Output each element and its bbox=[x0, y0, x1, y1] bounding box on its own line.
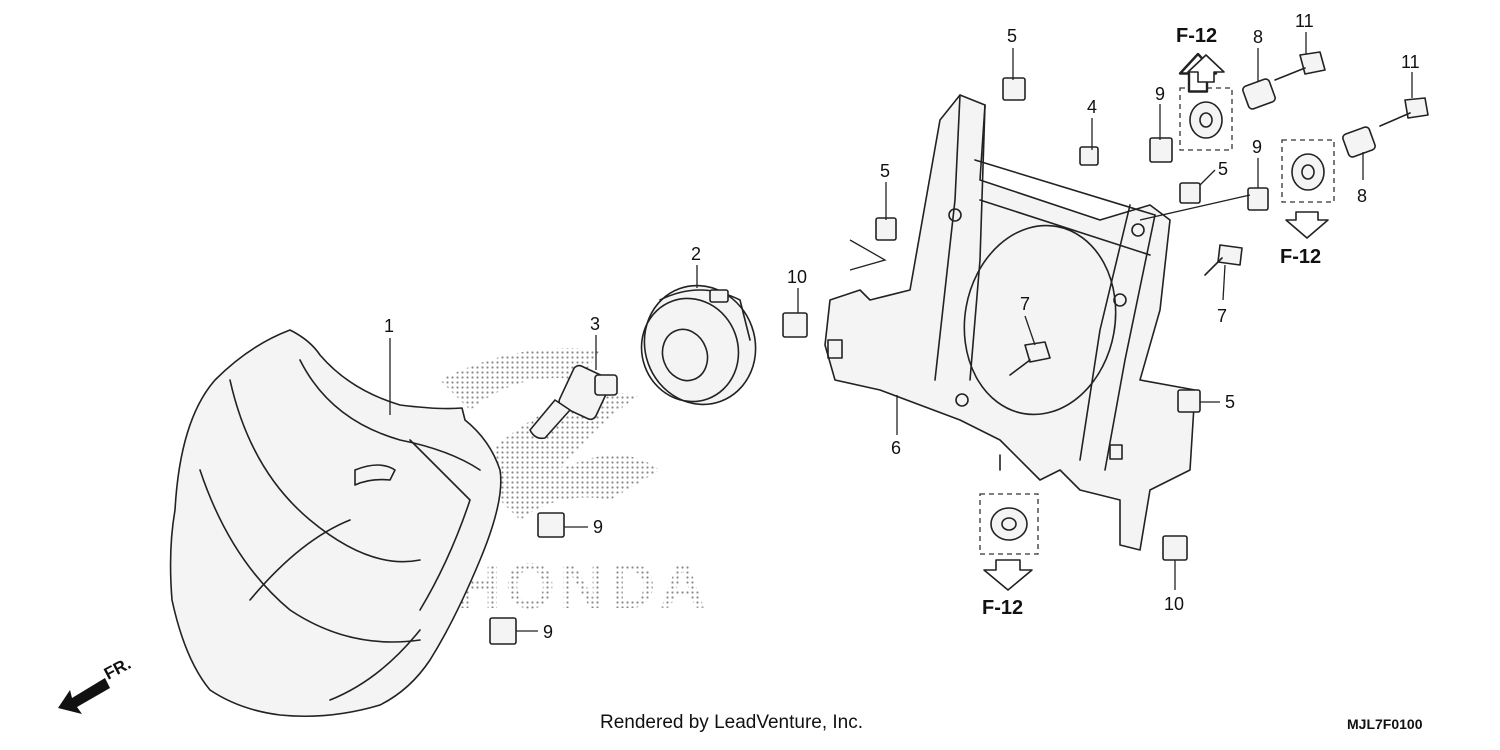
callout-5-mid: 5 bbox=[1218, 159, 1228, 179]
reference-label-bottom: F-12 bbox=[982, 597, 1023, 619]
honda-watermark: HONDA bbox=[440, 348, 710, 622]
callout-5-lower: 5 bbox=[1225, 392, 1235, 412]
nut-5-left bbox=[875, 217, 897, 241]
callout-1: 1 bbox=[384, 316, 394, 336]
callout-8-right: 8 bbox=[1357, 186, 1367, 206]
callout-11-top: 11 bbox=[1295, 11, 1314, 31]
reference-right: F-12 bbox=[1280, 211, 1329, 268]
bolt-11-right bbox=[1379, 97, 1429, 127]
front-arrow-icon bbox=[58, 678, 110, 714]
nut-5-mid bbox=[1179, 182, 1201, 204]
footer-credit: Rendered by LeadVenture, Inc. bbox=[600, 712, 864, 733]
diagram-code: MJL7F0100 bbox=[1347, 716, 1423, 732]
grommet-box-top bbox=[1179, 87, 1233, 151]
clip-9-top bbox=[1149, 137, 1173, 163]
callout-9-top: 9 bbox=[1155, 84, 1165, 104]
clip-9-mid bbox=[537, 512, 565, 538]
callout-10-right: 10 bbox=[1164, 594, 1184, 614]
headlight-stay bbox=[824, 94, 1196, 551]
watermark-text: HONDA bbox=[455, 550, 710, 622]
nut-5-top bbox=[1002, 77, 1026, 101]
clip-10-right bbox=[1162, 535, 1188, 561]
reference-label-right: F-12 bbox=[1280, 246, 1321, 268]
reference-bottom: F-12 bbox=[982, 559, 1033, 619]
front-label: FR. bbox=[101, 654, 134, 684]
reference-top: F-12 bbox=[1176, 25, 1225, 93]
callout-9-low: 9 bbox=[543, 622, 553, 642]
callout-4: 4 bbox=[1087, 97, 1097, 117]
callout-3: 3 bbox=[590, 314, 600, 334]
callout-7-left: 7 bbox=[1020, 294, 1030, 314]
reference-label-top: F-12 bbox=[1176, 25, 1217, 47]
clip-10-left bbox=[782, 312, 808, 338]
bolt-11-top bbox=[1274, 51, 1326, 81]
clip-9-low bbox=[489, 617, 517, 645]
callout-9-right: 9 bbox=[1252, 137, 1262, 157]
callout-5-top: 5 bbox=[1007, 26, 1017, 46]
front-direction-indicator: FR. bbox=[58, 654, 134, 714]
headlight-dust-cover bbox=[640, 284, 757, 406]
nut-4 bbox=[1079, 146, 1099, 166]
grommet-box-right bbox=[1281, 139, 1335, 203]
collar-8-right bbox=[1342, 126, 1376, 158]
callout-5-left: 5 bbox=[880, 161, 890, 181]
callout-6: 6 bbox=[891, 438, 901, 458]
callout-11-right: 11 bbox=[1401, 52, 1420, 72]
bolt-7-left bbox=[1009, 341, 1051, 376]
headlight-bulb bbox=[529, 364, 618, 440]
callout-9-mid: 9 bbox=[593, 517, 603, 537]
callout-7-right: 7 bbox=[1217, 306, 1227, 326]
collar-8-top bbox=[1242, 78, 1276, 110]
callout-8-top: 8 bbox=[1253, 27, 1263, 47]
bolt-7-right bbox=[1204, 244, 1243, 276]
grommet-box-bottom bbox=[979, 493, 1039, 555]
headlight-unit bbox=[169, 329, 502, 718]
callout-10-left: 10 bbox=[787, 267, 807, 287]
leader-lines bbox=[389, 32, 1413, 632]
clip-9-right bbox=[1247, 187, 1269, 211]
nut-5-lower bbox=[1177, 389, 1201, 413]
callout-2: 2 bbox=[691, 244, 701, 264]
